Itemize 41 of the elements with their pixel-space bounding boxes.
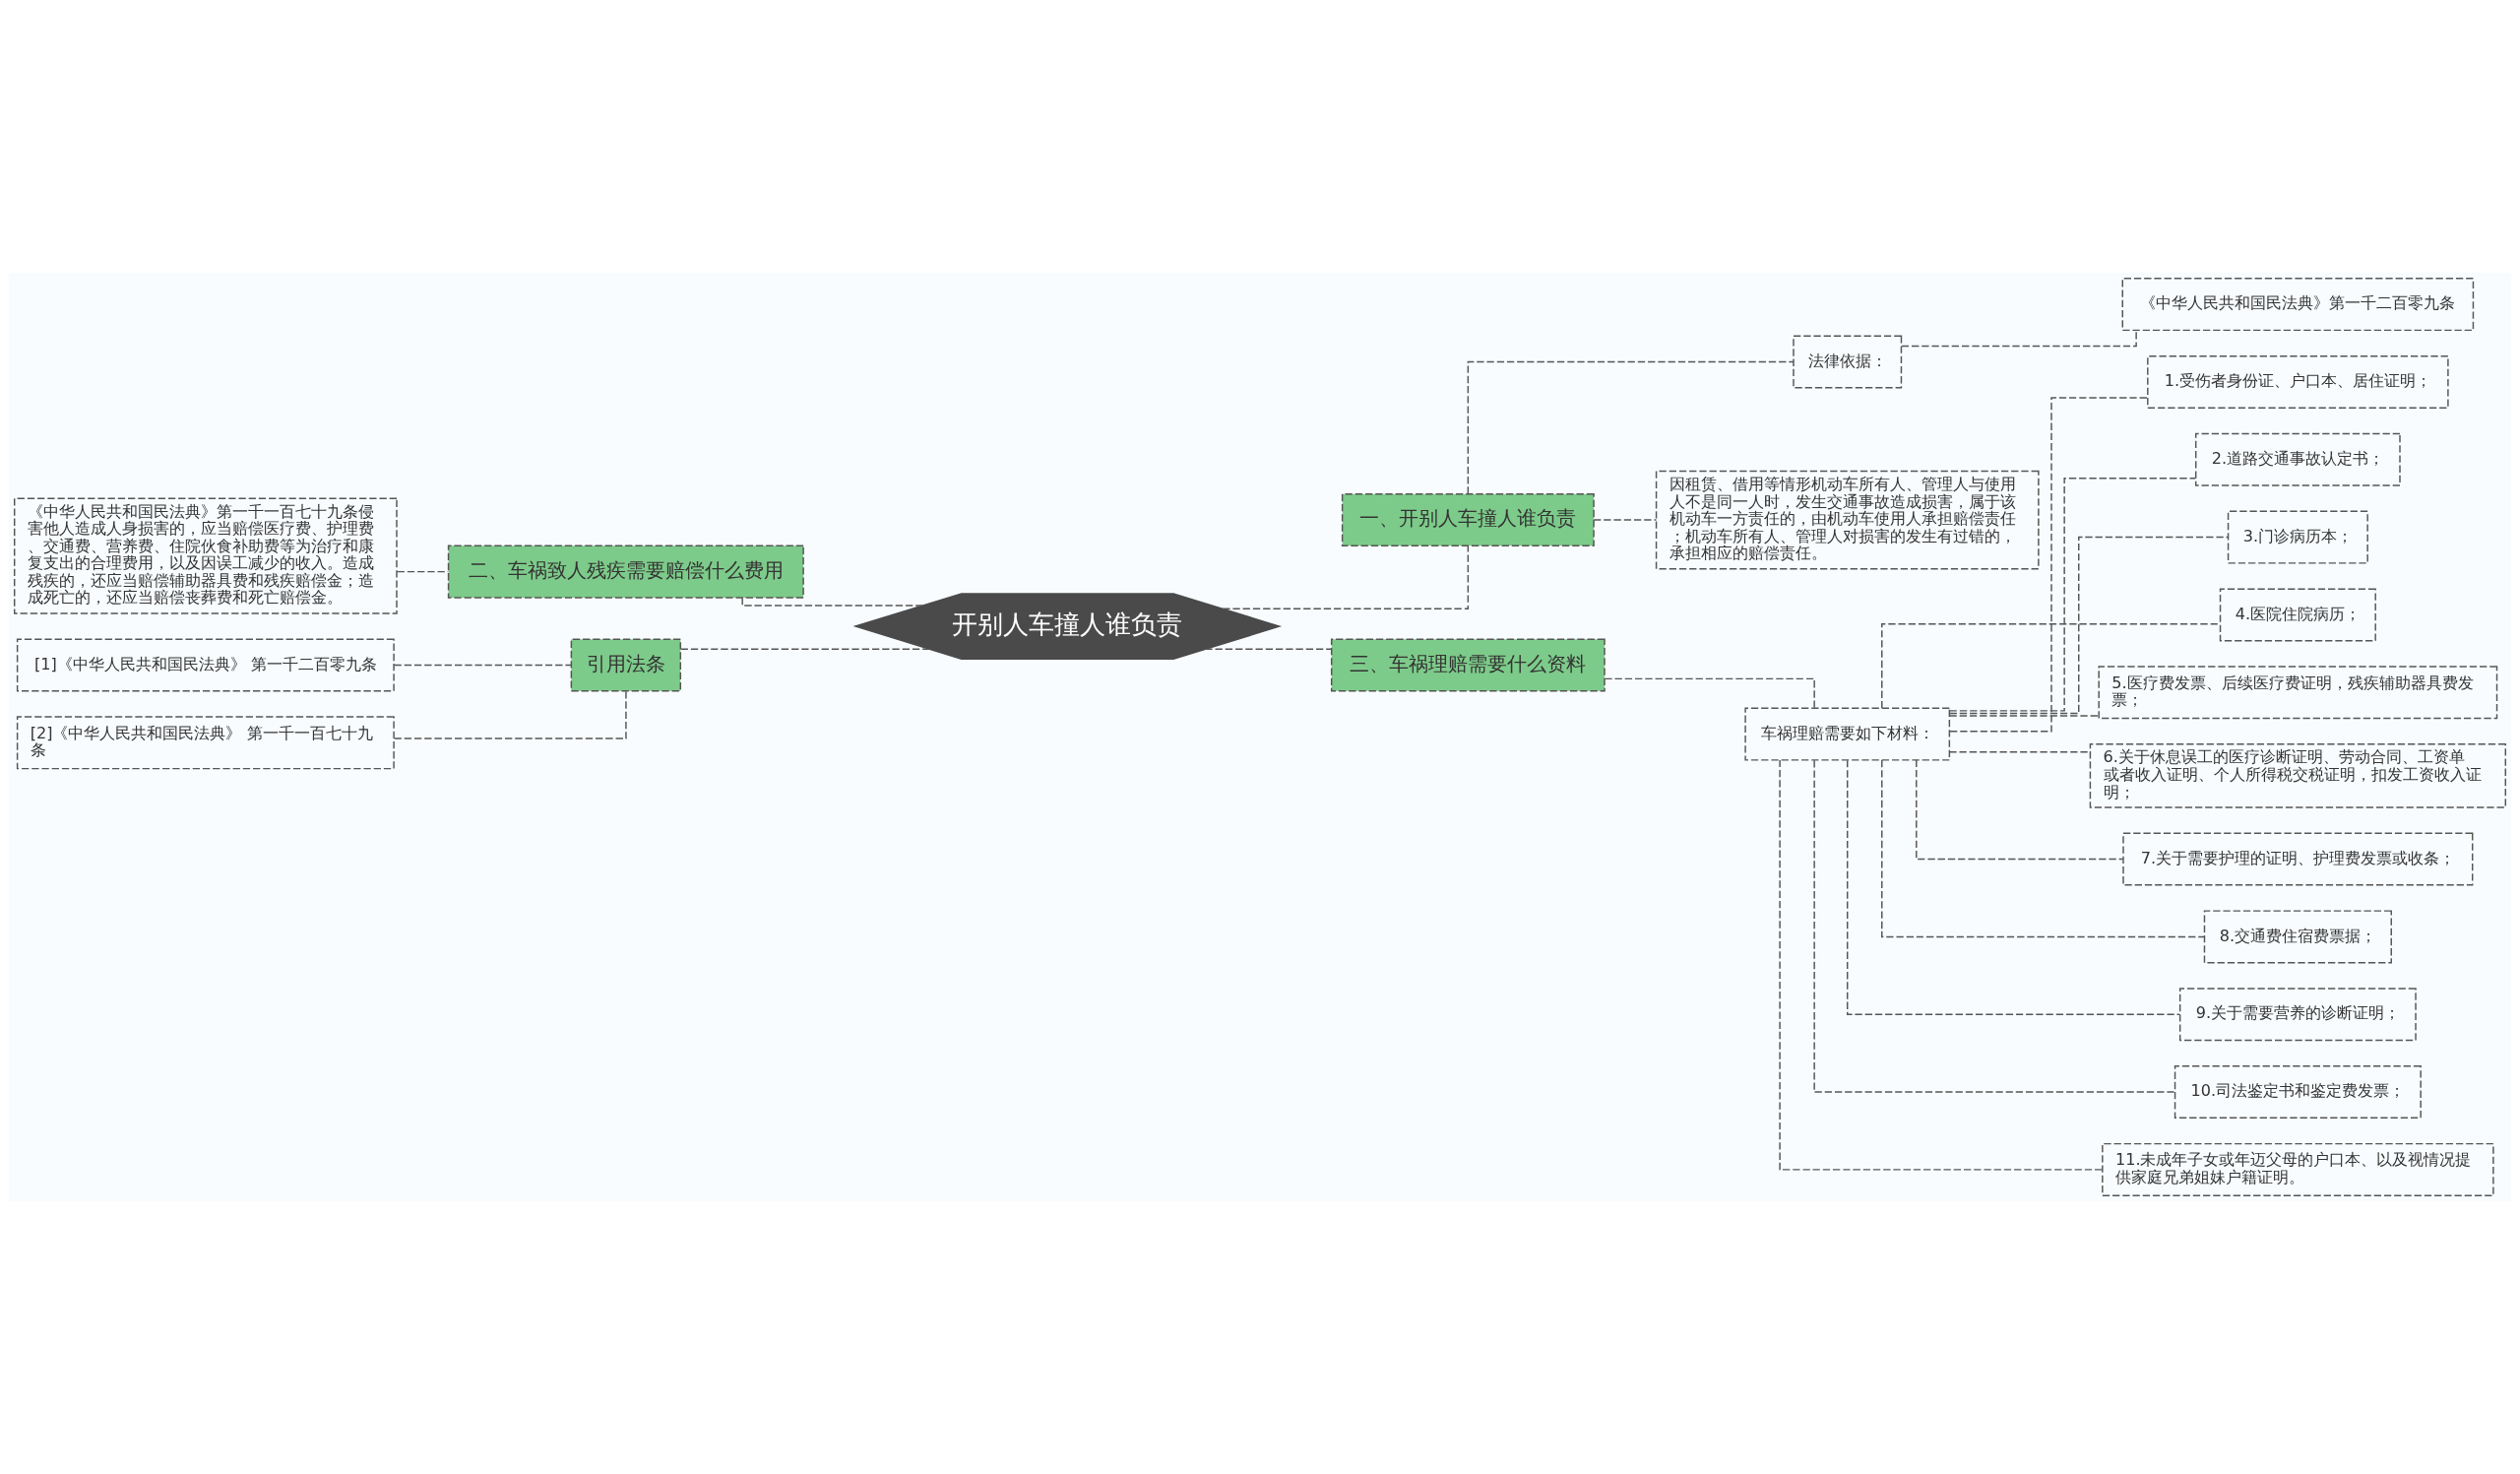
connector: [741, 597, 924, 607]
connector: [1881, 759, 2205, 938]
connector: [1916, 759, 2124, 861]
node-box: 6.关于休息误工的医疗诊断证明、劳动合同、工资单或者收入证明、个人所得税交税证明，扣发工资收入证明；: [2089, 743, 2506, 808]
node-box: 3.门诊病历本；: [2227, 510, 2368, 564]
connector: [1948, 478, 2197, 712]
node-box: 《中华人民共和国民法典》第一千二百零九条: [2121, 278, 2475, 332]
node-box: 2.道路交通事故认定书；: [2195, 432, 2401, 486]
node-box: 三、车祸理赔需要什么资料: [1330, 638, 1606, 692]
node-box: [1]《中华人民共和国民法典》 第一千二百零九条: [16, 638, 395, 692]
connector: [393, 664, 572, 667]
node-box: [2]《中华人民共和国民法典》 第一千一百七十九条: [16, 716, 395, 770]
node-box: 9.关于需要营养的诊断证明；: [2178, 988, 2417, 1042]
node-box: 法律依据：: [1793, 335, 1903, 389]
connector: [680, 648, 930, 651]
connector: [1604, 677, 1815, 709]
connector: [1222, 545, 1470, 609]
node-box: 11.未成年子女或年迈父母的户口本、以及视情况提供家庭兄弟姐妹户籍证明。: [2102, 1142, 2494, 1196]
connector: [1901, 329, 2137, 348]
node-box: 引用法条: [570, 638, 682, 692]
node-box: 8.交通费住宿费票据；: [2203, 910, 2392, 964]
connector: [1948, 715, 2100, 717]
connector: [1593, 519, 1658, 521]
node-box: 10.司法鉴定书和鉴定费发票；: [2174, 1065, 2422, 1120]
connector: [1204, 648, 1333, 651]
node-box: 《中华人民共和国民法典》第一千一百七十九条侵害他人造成人身损害的，应当赔偿医疗费、护理费、交通费、营养费、住院伙食补助费等为治疗和康复支出的合理费用，以及因误工减少的收入。造成残疾的，还应当赔偿辅助器具费和残疾赔偿金；造成死亡的，还应当赔偿丧葬费和死亡赔偿金。: [14, 497, 398, 614]
node-box: 车祸理赔需要如下材料：: [1744, 707, 1951, 761]
node-box: 因租赁、借用等情形机动车所有人、管理人与使用人不是同一人时，发生交通事故造成损害，属于该机动车一方责任的，由机动车使用人承担赔偿责任；机动车所有人、管理人对损害的发生有过错的，承担相应的赔偿责任。: [1655, 470, 2040, 570]
node-box: 7.关于需要护理的证明、护理费发票或收条；: [2122, 832, 2474, 886]
node-box: 1.受伤者身份证、户口本、居住证明；: [2147, 354, 2449, 409]
connector: [393, 690, 627, 739]
node-box: 一、开别人车撞人谁负责: [1341, 493, 1595, 547]
connector: [1948, 536, 2230, 715]
node-box: 4.医院住院病历；: [2219, 588, 2376, 642]
node-box: 二、车祸致人残疾需要赔偿什么费用: [447, 545, 804, 599]
connector: [1847, 759, 2180, 1015]
connector: [1813, 759, 2175, 1093]
node-box: 5.医疗费发票、后续医疗费证明，残疾辅助器具费发票；: [2098, 666, 2498, 720]
connector: [1467, 360, 1795, 495]
connector: [1949, 397, 2149, 733]
connector: [1779, 759, 2104, 1171]
